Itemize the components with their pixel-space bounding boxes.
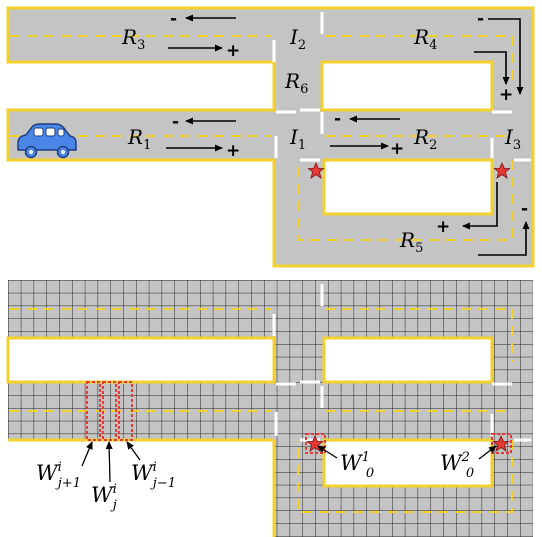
intersection-label-i2: I2 (289, 25, 306, 53)
window-box-j-minus-1 (118, 381, 133, 441)
star-icon (307, 161, 325, 179)
window-pointer-arrows (81, 441, 497, 483)
road-label-r2: R2 (413, 125, 437, 153)
road-labels: R3 R4 R6 R1 R2 R5 I2 I1 I3 (121, 25, 521, 256)
plus-sign: + (226, 141, 240, 161)
plus-sign: + (436, 217, 450, 237)
intersection-label-i1: I1 (289, 125, 306, 153)
grid-lane-lines (10, 308, 513, 513)
minus-sign: - (172, 112, 179, 132)
plus-sign: + (499, 85, 513, 105)
window-box-w02 (491, 433, 512, 454)
window-box-w01 (305, 433, 326, 454)
stop-lines (272, 12, 531, 162)
top-road-map: - + - + - + - + + - R3 R4 R6 R1 R2 R5 I2… (6, 6, 535, 268)
road-label-r3: R3 (121, 25, 145, 53)
grid-stop-lines (272, 284, 531, 442)
star-icon (493, 161, 511, 179)
road-label-r6: R6 (284, 69, 308, 97)
minus-sign: - (477, 9, 484, 29)
grid-edges (6, 336, 494, 537)
window-boxes (86, 381, 512, 454)
road-label-r5: R5 (399, 228, 423, 256)
star-icon (492, 434, 510, 452)
road-label-r1: R1 (127, 125, 151, 153)
plus-sign: + (226, 41, 240, 61)
plus-sign: + (390, 139, 404, 159)
intersection-label-i3: I3 (504, 125, 521, 153)
window-box-j (102, 381, 117, 441)
minus-sign: - (521, 199, 528, 219)
window-box-j-plus-1 (86, 381, 101, 441)
car-icon (17, 123, 77, 159)
minus-sign: - (170, 9, 177, 29)
minus-sign: - (334, 109, 341, 129)
road-label-r4: R4 (413, 25, 437, 53)
direction-arrows (166, 14, 530, 256)
direction-signs: - + - + - + - + + - (170, 9, 528, 237)
